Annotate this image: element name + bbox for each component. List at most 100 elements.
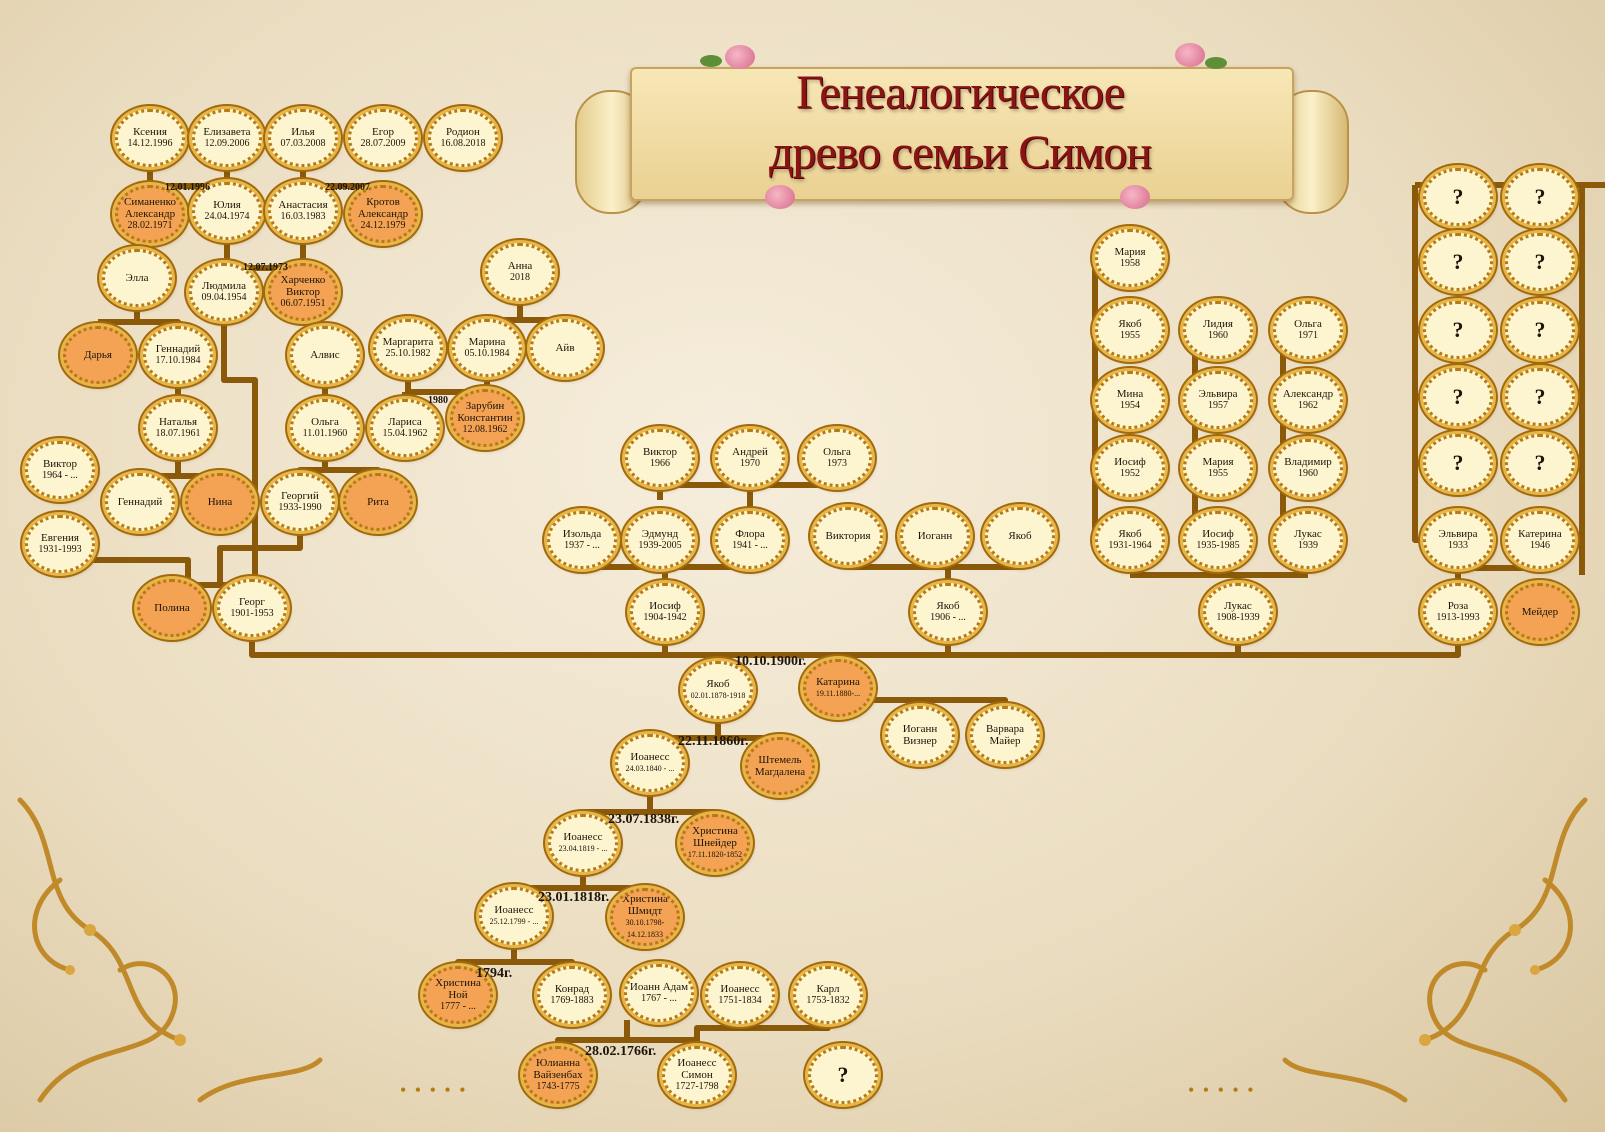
person-node-iogann1[interactable]: Иоганн [900,507,970,565]
person-node-ella[interactable]: Элла [102,249,172,307]
connector-line [1283,330,1308,540]
person-dates: 1906 - ... [930,612,966,624]
person-node-q5[interactable]: ? [1423,301,1493,359]
person-name: Анна [508,260,533,272]
person-node-alvis[interactable]: Алвис [290,326,360,384]
person-name: Якоб [1118,318,1141,330]
person-dates: 1777 - ... [440,1001,476,1013]
person-node-varvara[interactable]: Варвара Майер [970,706,1040,764]
person-name: Илья [291,126,315,138]
person-node-nina[interactable]: Нина [185,473,255,531]
person-node-q3[interactable]: ? [1423,233,1493,291]
person-name: Ольга [311,416,339,428]
person-node-q2[interactable]: ? [1505,168,1575,226]
person-node-polina[interactable]: Полина [137,579,207,637]
person-name: Флора [735,528,765,540]
person-name: Виктор [43,458,77,470]
person-node-darya[interactable]: Дарья [63,326,133,384]
person-name: Людмила [202,280,246,292]
person-dates: 1767 - ... [641,993,677,1005]
person-name: Христина Шнейдер [683,825,747,849]
person-node-q1[interactable]: ? [1423,168,1493,226]
person-name: Катерина [1518,528,1562,540]
person-node-shtemel[interactable]: Штемель Магдалена [745,737,815,795]
person-node-q10[interactable]: ? [1505,434,1575,492]
person-node-viktoriya[interactable]: Виктория [813,507,883,565]
person-node-q6[interactable]: ? [1505,301,1575,359]
person-node-meyder[interactable]: Мейдер [1505,583,1575,641]
person-name: Елизавета [203,126,250,138]
person-node-q7[interactable]: ? [1423,368,1493,426]
person-dates: 1964 - ... [42,470,78,482]
person-name: Марина [469,336,506,348]
person-node-q8[interactable]: ? [1505,368,1575,426]
person-node-aiv[interactable]: Айв [530,319,600,377]
person-node-q_bottom[interactable]: ? [808,1046,878,1104]
person-name: Христина Шмидт [613,893,677,917]
person-node-rita[interactable]: Рита [343,473,413,531]
person-node-iogann_vizner[interactable]: Иоганн Визнер [885,706,955,764]
marriage-date-d2007: 22.09.2007 [325,182,370,193]
person-dates: 1908-1939 [1216,612,1259,624]
person-dates: 02.01.1878-1918 [691,690,746,702]
person-node-q9[interactable]: ? [1423,434,1493,492]
person-node-q4[interactable]: ? [1505,233,1575,291]
person-node-yakob1[interactable]: Якоб [985,507,1055,565]
person-node-gennadiy2[interactable]: Геннадий [105,473,175,531]
